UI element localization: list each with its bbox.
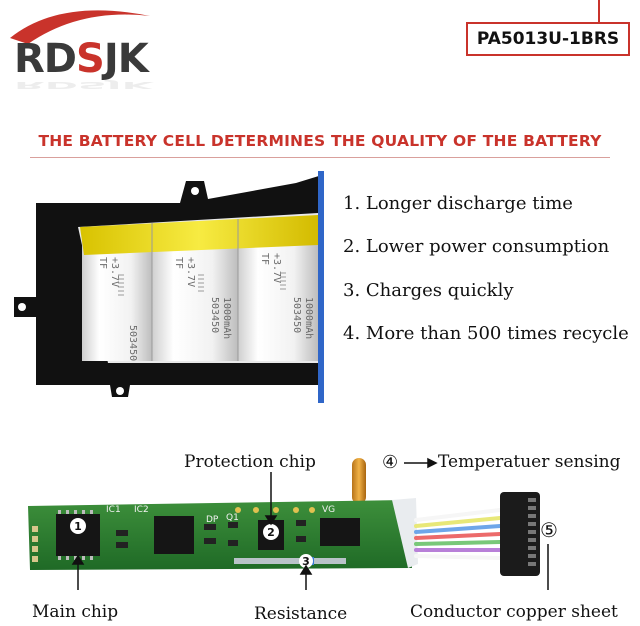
silkscreen-dp: DP [206,515,219,525]
brand-logo-text: RDSJK [14,36,151,82]
feature-item-power: 2. Lower power consumption [343,236,610,257]
label-main-chip: Main chip [32,602,119,622]
label-conductor-copper-sheet: Conductor copper sheet [410,602,618,622]
cell-print-code: 503450 [291,297,302,333]
pcb-diagram: IC1 IC2 DP Q1 VG 1 2 3 [28,457,549,590]
marker-temperature: ④ [382,452,399,473]
cell-print-voltage: +3.7V [109,257,120,287]
cell-print-voltage: +3.7V [185,257,196,287]
svg-text:RDSJK: RDSJK [14,80,155,90]
model-number: PA5013U-1BRS [466,22,630,56]
secondary-chip [154,516,194,554]
marker-protection-chip: 2 [267,526,275,539]
cell-print-voltage: +3.7V [271,253,282,283]
battery-side-strip [318,171,324,403]
cell-print-code: 503450 [209,297,220,333]
svg-text:1000mAh: 1000mAh [221,297,232,339]
silkscreen-ic2: IC2 [134,505,149,515]
svg-text:TF: TF [97,257,108,269]
svg-text:TF: TF [173,257,184,269]
headline-underline [30,157,610,158]
cell-print-brand: TF [97,257,108,269]
svg-text:+3.7V: +3.7V [271,253,282,283]
svg-text:503450: 503450 [291,297,302,333]
marker-conductor: ⑤ [540,518,558,542]
silkscreen-q1: Q1 [226,513,239,523]
marker-main-chip: 1 [74,520,82,533]
svg-text:TF: TF [259,253,270,265]
silkscreen-vg: VG [322,505,335,515]
label-temperature-sensing: Temperatuer sensing [438,452,621,472]
svg-text:503450: 503450 [127,325,138,361]
model-connector-line [598,0,600,22]
cell-print-brand: TF [259,253,270,265]
label-resistance: Resistance [254,604,348,624]
svg-text:1000mAh: 1000mAh [303,297,314,339]
resistance-strip [234,558,346,564]
headline: THE BATTERY CELL DETERMINES THE QUALITY … [38,132,602,150]
battery-cells [80,215,318,361]
battery-pack-image: TF +3.7V 503450 TF +3.7V 503450 1000mAh … [14,171,324,403]
cell-print-brand: TF [173,257,184,269]
pcb-board [28,500,412,570]
feature-item-discharge: 1. Longer discharge time [343,193,573,214]
svg-text:+3.7V: +3.7V [185,257,196,287]
svg-text:503450: 503450 [209,297,220,333]
svg-text:+3.7V: +3.7V [109,257,120,287]
marker-resistance: 3 [302,555,310,568]
cell-print-capacity: 1000mAh [221,297,232,339]
feature-item-recycle: 4. More than 500 times recycle [343,323,629,344]
label-protection-chip: Protection chip [184,452,316,472]
silkscreen-ic1: IC1 [106,505,121,515]
cell-print-code: 503450 [127,325,138,361]
feature-item-charge: 3. Charges quickly [343,280,514,301]
brand-logo: RDSJK RDSJK [10,10,155,90]
cell-print-capacity: 1000mAh [303,297,314,339]
mosfet-chip [320,518,360,546]
thermistor [352,458,366,504]
